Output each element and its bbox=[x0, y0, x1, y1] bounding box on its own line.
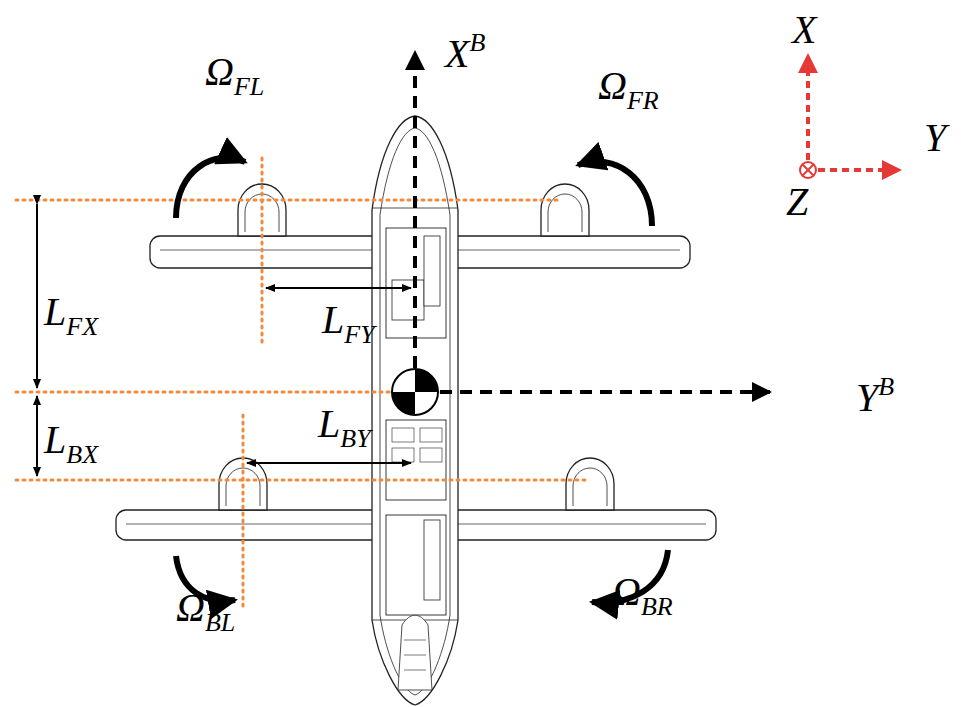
rotor-speed-label: ΩFL bbox=[205, 52, 264, 92]
center-of-gravity bbox=[392, 369, 438, 415]
dimension-label: LFX bbox=[44, 292, 98, 332]
rotation-arrows bbox=[176, 158, 668, 603]
axis-label: Y bbox=[924, 118, 946, 158]
body-axes bbox=[415, 52, 770, 392]
dimension-label: LBX bbox=[44, 420, 98, 460]
dimension-label: LFY bbox=[322, 300, 375, 340]
axis-label: XB bbox=[445, 34, 485, 74]
dimension-arrows bbox=[37, 204, 411, 476]
rotor-speed-label: ΩBR bbox=[612, 572, 673, 612]
inertial-frame bbox=[808, 55, 900, 170]
dimension-label: LBY bbox=[318, 404, 371, 444]
rotor-speed-label: ΩBL bbox=[176, 588, 235, 628]
axis-label: YB bbox=[856, 378, 894, 418]
rotor-speed-label: ΩFR bbox=[598, 66, 659, 106]
axis-label: Z bbox=[786, 182, 808, 222]
z-axis-symbol bbox=[800, 162, 816, 178]
reference-lines bbox=[16, 158, 590, 606]
axis-label: X bbox=[792, 10, 816, 50]
